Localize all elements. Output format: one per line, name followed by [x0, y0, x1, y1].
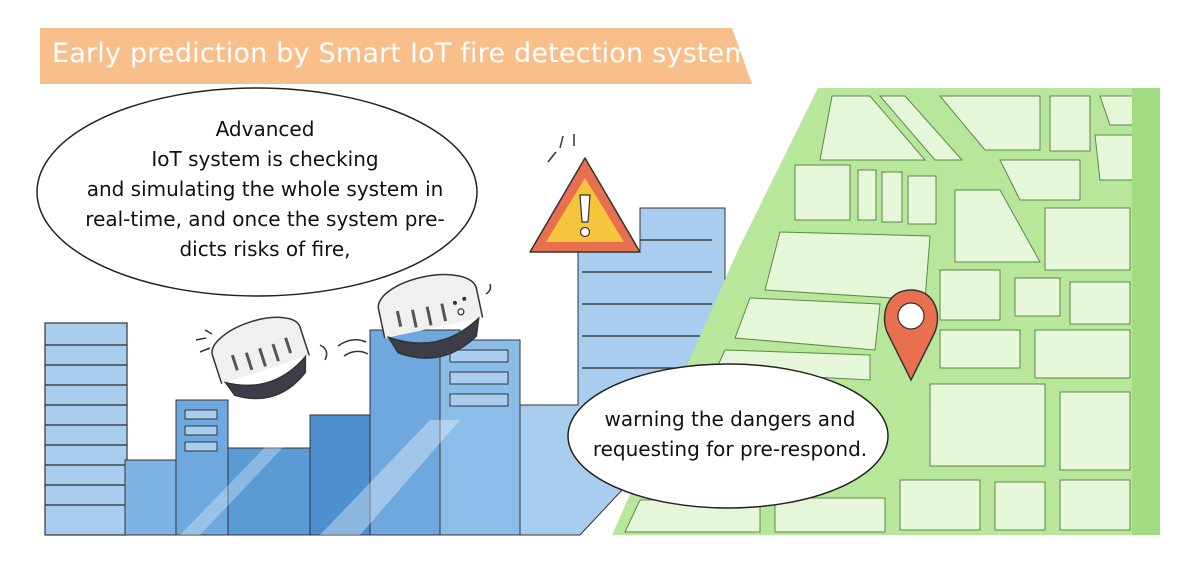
bubble1-text: Advanced IoT system is checking and simu…	[50, 114, 480, 264]
city-skyline	[44, 207, 726, 536]
banner-title: Early prediction by Smart IoT fire detec…	[52, 38, 751, 69]
speech-bubble-2	[567, 363, 889, 509]
title-banner: Early prediction by Smart IoT fire detec…	[40, 28, 752, 84]
bubble1-line: IoT system is checking	[151, 147, 379, 171]
banner-shape	[40, 28, 752, 84]
bubble2-line: warning the dangers and	[604, 407, 856, 431]
bubble2-text: warning the dangers and requesting for p…	[570, 404, 890, 464]
bubble2-line: requesting for pre-respond.	[592, 437, 868, 461]
smoke-detector-icon	[211, 316, 310, 400]
bubble1-line: real-time, and once the system pre-	[85, 207, 445, 231]
bubble1-line: and simulating the whole system in	[86, 177, 444, 201]
warning-triangle-icon	[529, 134, 641, 253]
bubble1-line: Advanced	[215, 117, 315, 141]
speech-bubble-1	[36, 87, 478, 297]
bubble1-line: dicts risks of fire,	[179, 237, 351, 261]
location-pin-icon	[883, 289, 939, 382]
smoke-detector-icon	[377, 273, 484, 359]
